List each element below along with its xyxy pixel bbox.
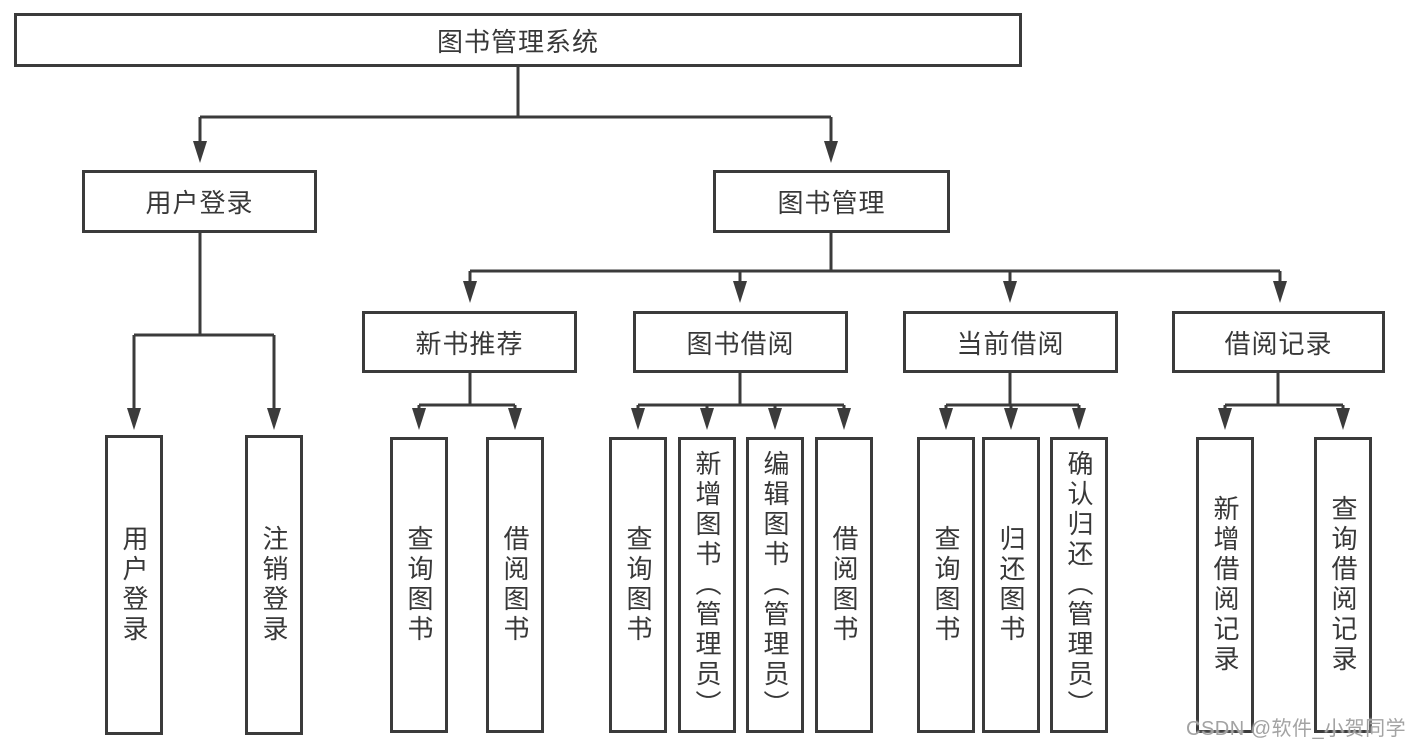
edge-borrowing-records-to-children — [1218, 373, 1350, 430]
node-login: 用户登录 — [105, 435, 163, 735]
edge-book-borrowing-to-children — [631, 373, 851, 430]
csdn-watermark: CSDN @软件_小贺同学 — [1186, 718, 1405, 740]
node-root: 图书管理系统 — [14, 13, 1022, 67]
node-cb-return-books: 归还图书 — [982, 437, 1040, 733]
node-bb-add-books: 新增图书（管理员） — [678, 437, 736, 733]
node-book-management: 图书管理 — [713, 170, 950, 233]
edge-user-login-to-children — [127, 233, 281, 430]
edge-book-management-to-level2 — [463, 233, 1287, 303]
edge-new-book-recommend-to-children — [412, 373, 522, 430]
node-current-borrowing: 当前借阅 — [903, 311, 1118, 373]
node-nbr-borrow-books: 借阅图书 — [486, 437, 544, 733]
edge-current-borrowing-to-children — [939, 373, 1086, 430]
node-bb-borrow-books: 借阅图书 — [815, 437, 873, 733]
node-user-login: 用户登录 — [82, 170, 317, 233]
node-cb-query-books: 查询图书 — [917, 437, 975, 733]
node-bb-edit-books: 编辑图书（管理员） — [746, 437, 804, 733]
node-borrowing-records: 借阅记录 — [1172, 311, 1385, 373]
node-bb-query-books: 查询图书 — [609, 437, 667, 733]
node-br-query-record: 查询借阅记录 — [1314, 437, 1372, 733]
node-logout: 注销登录 — [245, 435, 303, 735]
node-cb-confirm-return: 确认归还（管理员） — [1050, 437, 1108, 733]
node-nbr-query-books: 查询图书 — [390, 437, 448, 733]
node-new-book-recommend: 新书推荐 — [362, 311, 577, 373]
node-book-borrowing: 图书借阅 — [633, 311, 848, 373]
node-br-add-record: 新增借阅记录 — [1196, 437, 1254, 733]
edge-root-to-level1 — [193, 67, 838, 163]
